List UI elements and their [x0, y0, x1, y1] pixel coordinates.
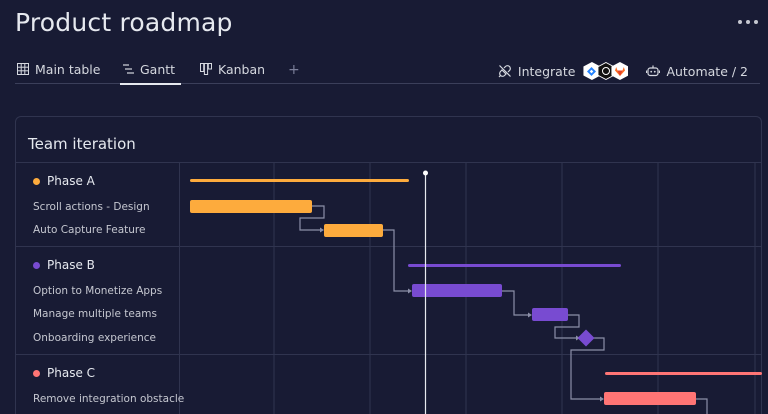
gantt-board-card: Team iteration Phase A Scroll actions - … [15, 116, 762, 414]
task-item[interactable]: Auto Capture Feature [33, 224, 146, 236]
table-grid-icon [17, 63, 29, 75]
tab-label: Gantt [140, 62, 176, 77]
group-name: Phase A [47, 174, 95, 188]
board-title: Team iteration [28, 135, 136, 153]
page-title: Product roadmap [15, 8, 233, 37]
robot-icon [646, 65, 661, 77]
divider [16, 246, 761, 247]
task-item[interactable]: Scroll actions - Design [33, 201, 150, 213]
phase-c-summary-bar [605, 372, 762, 375]
phase-b-summary-bar [408, 264, 621, 267]
gitlab-logo-icon [611, 62, 629, 80]
github-logo-icon [597, 62, 615, 80]
board-toolbar: Integrate Automate / 2 [498, 62, 748, 80]
task-item[interactable]: Option to Monetize Apps [33, 285, 163, 297]
group-name: Phase C [47, 366, 96, 380]
divider [16, 354, 761, 355]
status-dot-icon [33, 369, 40, 377]
task-bar-monetize-apps [412, 284, 502, 297]
group-phase-c[interactable]: Phase C [33, 366, 95, 380]
group-phase-a[interactable]: Phase A [33, 174, 95, 188]
tab-main-table[interactable]: Main table [17, 58, 100, 84]
task-bar-auto-capture [324, 224, 383, 237]
view-tabs: Main table Gantt Kanban + [15, 58, 760, 85]
task-item[interactable]: Manage multiple teams [33, 308, 157, 320]
tab-label: Main table [35, 62, 101, 77]
more-options-button[interactable] [738, 20, 758, 24]
more-horizontal-icon [738, 20, 742, 24]
tab-gantt[interactable]: Gantt [120, 58, 181, 85]
divider [16, 162, 761, 163]
task-item[interactable]: Remove integration obstacle [33, 393, 185, 405]
status-dot-icon [33, 177, 40, 185]
integrate-label: Integrate [517, 63, 576, 79]
task-bar-scroll-actions [190, 200, 312, 213]
jira-logo-icon [583, 62, 601, 80]
automate-label: Automate / 2 [666, 63, 748, 79]
more-dot [746, 20, 750, 24]
group-name: Phase B [47, 258, 95, 272]
automate-button[interactable]: Automate / 2 [646, 64, 748, 79]
task-bar-manage-teams [532, 308, 568, 321]
milestone-onboarding-diamond-icon [577, 329, 595, 347]
plug-icon [498, 65, 511, 78]
more-dot [754, 20, 758, 24]
task-bar-remove-obstacle [604, 392, 696, 405]
group-phase-b[interactable]: Phase B [33, 258, 95, 272]
divider [179, 162, 180, 414]
task-item[interactable]: Onboarding experience [33, 332, 157, 344]
tab-label: Kanban [218, 62, 266, 77]
integrate-button[interactable]: Integrate [498, 62, 639, 80]
kanban-board-icon [200, 63, 212, 75]
status-dot-icon [33, 261, 40, 269]
add-view-button[interactable]: + [288, 62, 300, 78]
tab-kanban[interactable]: Kanban [200, 58, 265, 84]
phase-a-summary-bar [190, 179, 409, 182]
gantt-lines-icon [123, 64, 134, 74]
integration-logos [583, 62, 629, 80]
